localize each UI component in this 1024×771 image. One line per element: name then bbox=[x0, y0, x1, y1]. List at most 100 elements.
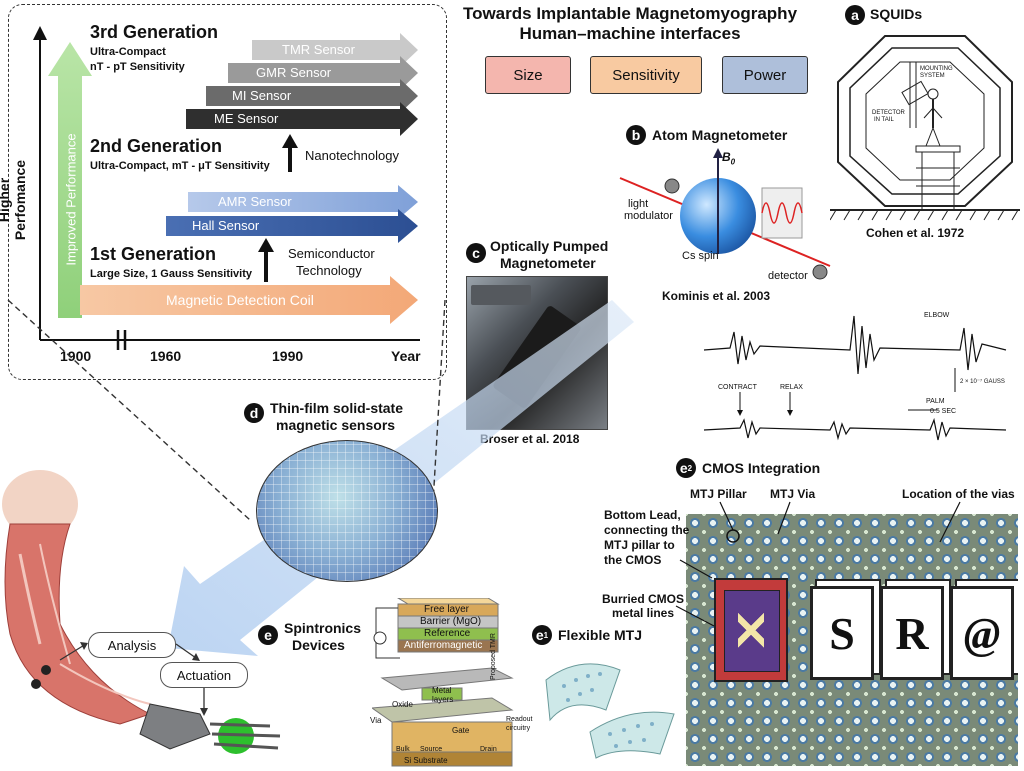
mmg-signal-traces bbox=[703, 315, 1007, 441]
main-title-line1: Towards Implantable Magnetomyography bbox=[462, 4, 798, 23]
squid-inner-label-2: SYSTEM bbox=[920, 73, 945, 79]
x-tick-1900: 1900 bbox=[60, 348, 92, 364]
gate-label: Gate bbox=[452, 726, 470, 735]
opm-device bbox=[491, 304, 583, 410]
squid-inner-label-4: IN TAIL bbox=[874, 117, 894, 123]
panel-e2-letter: e bbox=[679, 460, 688, 476]
free-layer-label: Free layer bbox=[424, 604, 470, 615]
cmos-die-image: S R @ bbox=[686, 514, 1018, 766]
improved-performance-label: Improved Performance bbox=[63, 133, 79, 266]
proposed-tmr-label: Proposed TMR bbox=[490, 633, 497, 680]
wafer-die-grid bbox=[257, 441, 437, 581]
wafer-image bbox=[256, 440, 438, 582]
gen2-title: 2nd Generation bbox=[90, 136, 223, 156]
y-axis-arrowhead bbox=[33, 26, 47, 40]
gen3-sub1: Ultra-Compact bbox=[90, 46, 166, 58]
panel-e-title-2: Devices bbox=[292, 637, 345, 653]
bottom-lead-label-3: MTJ pillar to bbox=[604, 538, 675, 552]
cmos-letter-tile-2: R bbox=[880, 586, 944, 680]
x-tick-year: Year bbox=[391, 348, 421, 364]
panel-b-badge: b bbox=[626, 125, 646, 145]
semi-label-2: Technology bbox=[296, 263, 362, 278]
robotic-arm-illustration bbox=[2, 470, 281, 754]
panel-e2-sub: 2 bbox=[687, 463, 693, 473]
oxide-label: Oxide bbox=[392, 700, 413, 709]
main-title-line2: Human–machine interfaces bbox=[519, 24, 741, 43]
cmos-letter-tile-1: S bbox=[810, 586, 874, 680]
source-label: Source bbox=[420, 746, 443, 753]
elbow-label: ELBOW bbox=[924, 312, 950, 319]
panel-a-title: SQUIDs bbox=[870, 6, 923, 22]
gen3-title: 3rd Generation bbox=[90, 22, 219, 42]
criterion-sensitivity: Sensitivity bbox=[590, 56, 702, 94]
contract-label: CONTRACT bbox=[718, 384, 757, 391]
bottom-lead-label-1: Bottom Lead, bbox=[604, 508, 681, 522]
panel-d-title-2: magnetic sensors bbox=[276, 417, 396, 433]
bulk-label: Bulk bbox=[396, 746, 410, 753]
y-axis-label: Higher Perfomance bbox=[0, 159, 28, 241]
analysis-box: Analysis bbox=[88, 632, 176, 658]
flow-arrows bbox=[59, 642, 208, 716]
b0-text: B bbox=[722, 150, 731, 164]
flexible-mtj-illustration bbox=[545, 663, 675, 759]
antiferro-label: Antiferromagnetic bbox=[404, 640, 483, 651]
relax-label: RELAX bbox=[780, 384, 803, 391]
b0-label: B0 bbox=[722, 150, 735, 166]
amr-arrow bbox=[188, 185, 418, 219]
semi-arrowhead bbox=[258, 238, 274, 252]
nanotech-label: Nanotechnology bbox=[305, 148, 399, 163]
cs-spin-label: Cs spin bbox=[682, 250, 719, 262]
mi-arrow bbox=[206, 79, 418, 113]
substrate-label: Si Substrate bbox=[404, 756, 448, 765]
detector-label: detector bbox=[768, 270, 808, 282]
panel-c-title-1: Optically Pumped bbox=[490, 238, 609, 254]
criterion-power: Power bbox=[722, 56, 808, 94]
light-modulator-label-1: light bbox=[628, 198, 649, 210]
scale-label: 2 × 10⁻⁷ GAUSS bbox=[960, 379, 1005, 385]
buried-lines-label-2: metal lines bbox=[612, 606, 675, 620]
panel-d-badge: d bbox=[244, 403, 264, 423]
panel-c-badge: c bbox=[466, 243, 486, 263]
opm-photo bbox=[466, 276, 608, 430]
x-tick-1990: 1990 bbox=[272, 348, 304, 364]
panel-e2-title: CMOS Integration bbox=[702, 460, 821, 476]
panel-a-caption: Cohen et al. 1972 bbox=[866, 226, 965, 240]
panel-b-caption: Kominis et al. 2003 bbox=[662, 289, 771, 303]
panel-c-title-2: Magnetometer bbox=[500, 255, 596, 271]
b0-sub: 0 bbox=[730, 157, 736, 167]
gen1-sub: Large Size, 1 Gauss Sensitivity bbox=[90, 268, 253, 280]
mtj-pillar-label: MTJ Pillar bbox=[690, 487, 747, 501]
improved-performance-arrow bbox=[48, 42, 92, 318]
mtj-stack-illustration bbox=[372, 598, 514, 767]
panel-e-badge: e bbox=[258, 625, 278, 645]
gen2-sub: Ultra-Compact, mT - μT Sensitivity bbox=[90, 160, 270, 172]
opm-mount bbox=[471, 285, 531, 305]
buried-lines-label-1: Burried CMOS bbox=[602, 592, 685, 606]
mi-label: MI Sensor bbox=[232, 88, 292, 103]
via-label: Via bbox=[370, 716, 382, 725]
gmr-arrow bbox=[228, 56, 418, 90]
metal-label-2: layers bbox=[432, 695, 454, 704]
gen1-title: 1st Generation bbox=[90, 244, 217, 264]
panel-a-badge: a bbox=[845, 5, 865, 25]
gen3-sub2: nT - pT Sensitivity bbox=[90, 61, 185, 73]
panel-b-title: Atom Magnetometer bbox=[652, 127, 788, 143]
gmr-label: GMR Sensor bbox=[256, 65, 332, 80]
cmos-logo-block bbox=[714, 578, 788, 682]
squid-inner-label-3: DETECTOR bbox=[872, 110, 905, 116]
amr-label: AMR Sensor bbox=[218, 194, 292, 209]
vias-location-label: Location of the vias bbox=[902, 487, 1015, 501]
timeline-graphics bbox=[33, 26, 420, 350]
barrier-label: Barrier (MgO) bbox=[420, 616, 482, 627]
criterion-size: Size bbox=[485, 56, 571, 94]
squid-inner-label-1: MOUNTING bbox=[920, 66, 953, 72]
cmos-letter-tile-3: @ bbox=[950, 586, 1014, 680]
readout-label-1: Readout bbox=[506, 716, 533, 723]
x-tick-1960: 1960 bbox=[150, 348, 182, 364]
tmr-arrow bbox=[252, 33, 418, 67]
bottom-lead-label-4: the CMOS bbox=[604, 553, 662, 567]
palm-label: PALM bbox=[926, 398, 945, 405]
panel-c-caption: Broser et al. 2018 bbox=[480, 432, 580, 446]
